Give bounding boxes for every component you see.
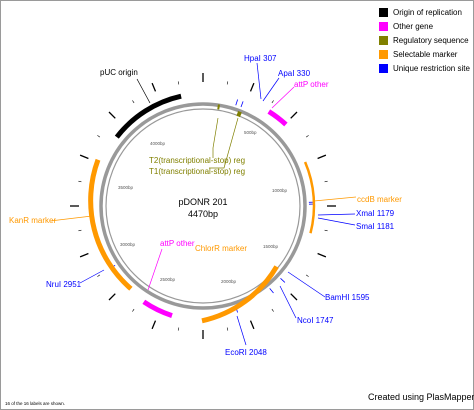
puc-origin-arc (114, 93, 182, 139)
tick-mark (79, 154, 89, 160)
tick-mark (78, 180, 82, 183)
tick-mark (79, 252, 89, 258)
tick-mark (151, 82, 157, 92)
leader-attp-top (271, 86, 295, 109)
tick-mark (97, 274, 101, 277)
leader-ccdb (313, 196, 357, 202)
label-ncoi: NcoI 1747 (297, 316, 334, 325)
label-smai: SmaI 1181 (356, 222, 395, 231)
label-t1: T1(transcriptional-stop) reg (149, 167, 245, 176)
tick-mark (271, 308, 274, 312)
legend-swatch-selectable (379, 50, 388, 59)
tick-mark (305, 135, 309, 138)
legend-label-selectable: Selectable marker (393, 50, 458, 59)
t1-regulatory-arc (236, 111, 242, 118)
ruler-label-500: 500bp (244, 130, 257, 135)
leader-ncoi (279, 285, 297, 319)
label-nrui: NruI 2951 (46, 280, 82, 289)
ruler-label-1000: 1000bp (272, 188, 288, 193)
leader-hpai (256, 62, 262, 100)
leader-lines (49, 62, 357, 346)
footer-credit: Created using PlasMapper (368, 392, 474, 402)
tick-mark (290, 293, 298, 301)
tick-marks (70, 73, 336, 339)
tick-mark (108, 293, 116, 301)
ruler-label-2500: 2500bp (160, 277, 176, 282)
label-attp-bottom: attP other (160, 239, 195, 248)
legend-swatch-other-gene (379, 22, 388, 31)
backbone-outer (99, 102, 307, 310)
tick-mark (132, 100, 135, 104)
label-ecori: EcoRI 2048 (225, 348, 267, 357)
label-hpai: HpaI 307 (244, 54, 277, 63)
tick-mark (78, 229, 82, 232)
tick-mark (97, 135, 101, 138)
leader-attp-bottom (147, 248, 163, 291)
tick-mark (271, 100, 274, 104)
tick-mark (226, 327, 229, 331)
site-tick (269, 288, 274, 294)
leader-kanr (49, 215, 93, 222)
tick-mark (324, 229, 328, 232)
label-bamhi: BamHI 1595 (325, 293, 370, 302)
tick-mark (249, 82, 255, 92)
attp-other-arc-top (267, 109, 288, 127)
tick-mark (305, 274, 309, 277)
tick-mark (290, 111, 298, 119)
legend-label-other-gene: Other gene (393, 22, 434, 31)
tick-mark (177, 327, 180, 331)
plasmid-name: pDONR 201 (178, 197, 227, 207)
leader-puc-origin (136, 78, 151, 104)
ruler-label-4000: 4000bp (150, 141, 166, 146)
legend-swatch-origin (379, 8, 388, 17)
labels-shown-note: 16 of the 16 labels are shown. (5, 401, 65, 406)
chlorr-marker-arc (201, 265, 279, 324)
tick-mark (132, 308, 135, 312)
site-tick (240, 101, 244, 108)
ruler-label-3500: 3500bp (118, 185, 134, 190)
legend-label-origin: Origin of replication (393, 8, 462, 17)
label-attp-top: attP other (294, 80, 329, 89)
leader-t2 (212, 117, 219, 158)
leader-smai (317, 217, 356, 226)
tick-mark (317, 154, 327, 160)
leader-apai (262, 77, 280, 102)
tick-mark (151, 320, 157, 330)
label-puc-origin: pUC origin (100, 68, 138, 77)
leader-ecori (236, 315, 247, 346)
leader-t1 (209, 117, 239, 169)
legend-swatch-restriction (379, 64, 388, 73)
tick-mark (324, 180, 328, 183)
tick-mark (317, 252, 327, 258)
label-apai: ApaI 330 (278, 69, 311, 78)
ruler-label-3000: 3000bp (120, 242, 136, 247)
leader-bamhi (287, 271, 326, 298)
backbone-inner (105, 108, 301, 304)
legend-label-regulatory: Regulatory sequence (393, 36, 469, 45)
tick-mark (226, 81, 229, 85)
site-tick (235, 99, 238, 106)
legend-swatch-regulatory (379, 36, 388, 45)
plasmid-size: 4470bp (188, 209, 218, 219)
kanr-marker-arc (88, 158, 133, 291)
legend: Origin of replication Other gene Regulat… (379, 8, 470, 73)
legend-label-restriction: Unique restriction site (393, 64, 470, 73)
ruler-label-2000: 2000bp (221, 279, 237, 284)
site-tick (280, 278, 286, 283)
label-kanr: KanR marker (9, 216, 56, 225)
tick-mark (108, 111, 116, 119)
label-chlorr: ChlorR marker (195, 244, 247, 253)
tick-mark (249, 320, 255, 330)
leader-xmai (317, 213, 356, 216)
ccdb-marker-arc (303, 161, 316, 234)
label-t2: T2(transcriptional-stop) reg (149, 156, 245, 165)
label-ccdb: ccdB marker (357, 195, 402, 204)
attp-other-arc-bottom (142, 299, 173, 318)
ruler-label-1500: 1500bp (263, 244, 279, 249)
tick-mark (177, 81, 180, 85)
leader-nrui (79, 269, 105, 284)
label-xmai: XmaI 1179 (356, 209, 395, 218)
